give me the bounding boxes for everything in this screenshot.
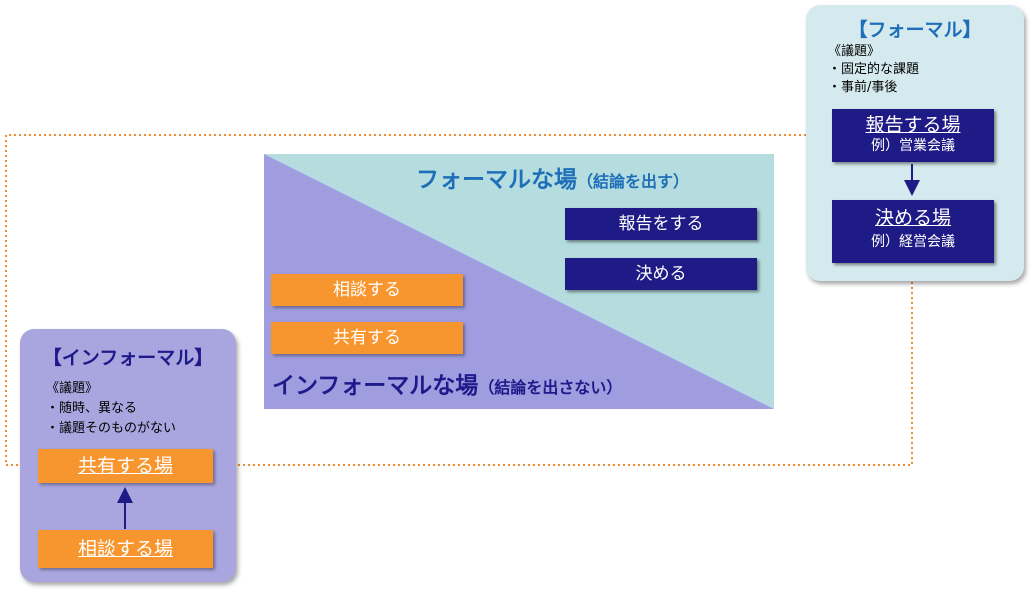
report-meeting-box: 報告する場 例）営業会議 bbox=[832, 109, 994, 162]
decide-meeting-box: 決める場 例）経営会議 bbox=[832, 200, 994, 263]
informal-panel-title: 【インフォーマル】 bbox=[42, 347, 214, 369]
report-meeting-title: 報告する場 bbox=[865, 114, 961, 136]
meeting-field: フォーマルな場（結論を出す） インフォーマルな場（結論を出さない） 報告をする … bbox=[264, 154, 774, 409]
formal-agenda-item-2: ・事前/事後 bbox=[828, 80, 898, 95]
informal-field-note: （結論を出さない） bbox=[478, 378, 623, 397]
informal-agenda-item-1: ・随時、異なる bbox=[46, 401, 138, 416]
informal-field-title-text: インフォーマルな場 bbox=[272, 373, 479, 399]
action-report: 報告をする bbox=[565, 208, 757, 240]
formal-agenda-item-1: ・固定的な課題 bbox=[828, 62, 920, 77]
report-to-decide-arrow bbox=[904, 164, 920, 196]
decide-meeting-title: 決める場 bbox=[874, 207, 951, 229]
formal-agenda-heading: 《議題》 bbox=[828, 44, 881, 59]
consult-to-share-arrow bbox=[117, 487, 133, 529]
informal-agenda-heading: 《議題》 bbox=[46, 381, 99, 396]
formal-field-title: フォーマルな場（結論を出す） bbox=[416, 160, 689, 194]
action-share: 共有する bbox=[271, 322, 463, 354]
share-meeting-box: 共有する場 bbox=[38, 449, 213, 483]
report-meeting-example: 例）営業会議 bbox=[871, 138, 955, 154]
consult-meeting-box: 相談する場 bbox=[38, 530, 213, 568]
formal-panel-title: 【フォーマル】 bbox=[848, 19, 982, 41]
action-consult: 相談する bbox=[271, 274, 463, 306]
formal-field-note: （結論を出す） bbox=[577, 172, 690, 191]
action-decide: 決める bbox=[565, 258, 757, 290]
informal-field-title: インフォーマルな場（結論を出さない） bbox=[272, 366, 622, 400]
formal-field-title-text: フォーマルな場 bbox=[416, 167, 577, 193]
connector-share-to-decide bbox=[213, 264, 920, 466]
decide-meeting-example: 例）経営会議 bbox=[871, 234, 955, 250]
informal-agenda-item-2: ・議題そのものがない bbox=[46, 421, 177, 436]
